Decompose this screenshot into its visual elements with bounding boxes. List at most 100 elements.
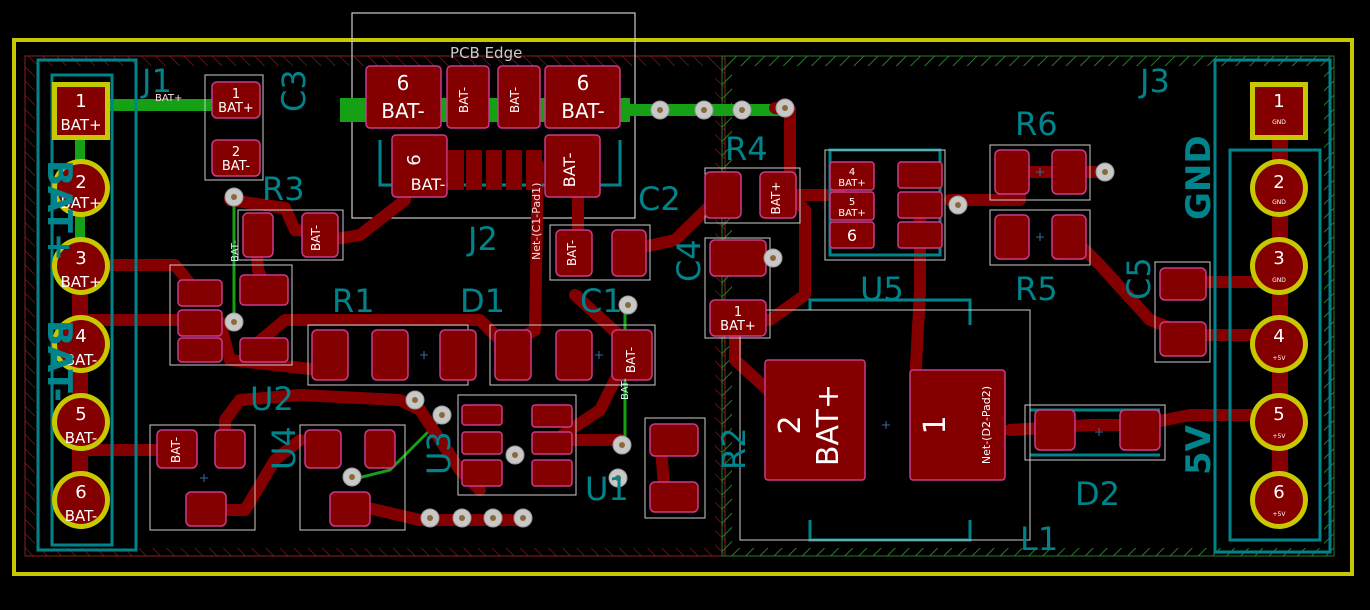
- u5-pad-4[interactable]: 4 BAT+: [829, 161, 875, 191]
- svg-text:BAT-: BAT-: [65, 351, 98, 369]
- r1-pad-1[interactable]: [371, 329, 409, 381]
- j2-pad-mid-2[interactable]: BAT-: [497, 65, 541, 129]
- svg-text:5: 5: [849, 197, 855, 208]
- svg-text:6: 6: [577, 71, 590, 95]
- j3-pin-5[interactable]: 5 +5V: [1250, 393, 1308, 451]
- j1-pin-3[interactable]: 3 BAT+: [52, 237, 110, 295]
- j2-pad-lower-left[interactable]: 6 BAT-: [391, 134, 448, 198]
- svg-text:BAT-: BAT-: [624, 347, 638, 373]
- l1-pad-1[interactable]: 1 Net-(D2-Pad2): [909, 369, 1006, 481]
- c2-pad-2[interactable]: BAT+: [759, 171, 797, 219]
- j2-small-pads[interactable]: [448, 150, 542, 190]
- r5-pad-2[interactable]: [994, 214, 1030, 260]
- u1-pad-5[interactable]: [531, 431, 573, 455]
- trace-label-bat-minus-2: BAT-: [620, 378, 631, 400]
- d1-pad-1[interactable]: [439, 329, 477, 381]
- j1-pin-5[interactable]: 5 BAT-: [52, 393, 110, 451]
- r3-pad-2[interactable]: BAT-: [301, 212, 339, 258]
- j3-pin-3[interactable]: 3 GND: [1250, 237, 1308, 295]
- j3-pin-1[interactable]: 1 GND: [1250, 82, 1308, 140]
- q-pad-1[interactable]: [364, 429, 396, 469]
- u4-pad-1[interactable]: [214, 429, 246, 469]
- ref-u2: U2: [250, 380, 294, 418]
- j1-pin-4[interactable]: 4 BAT-: [52, 315, 110, 373]
- u3-pad-2[interactable]: [177, 309, 223, 337]
- u3-pad-3[interactable]: [177, 337, 223, 363]
- u5-pad-5[interactable]: 5 BAT+: [829, 191, 875, 221]
- u3-pad-1[interactable]: [177, 279, 223, 307]
- svg-text:BAT+: BAT+: [218, 101, 254, 116]
- svg-text:BAT-: BAT-: [222, 159, 251, 174]
- svg-text:1: 1: [734, 305, 742, 320]
- svg-text:BAT-: BAT-: [508, 87, 522, 113]
- r2-pad-1[interactable]: [649, 423, 699, 457]
- r3-pad-1[interactable]: [242, 212, 274, 258]
- q-pad-2[interactable]: [304, 429, 342, 469]
- u5-pad-3[interactable]: [897, 161, 943, 189]
- j2-pad-right[interactable]: 6 BAT-: [544, 65, 621, 129]
- j3-pin-4[interactable]: 4 +5V: [1250, 315, 1308, 373]
- d1-pad-2[interactable]: [494, 329, 532, 381]
- c5-pad-2[interactable]: [1159, 267, 1207, 301]
- j1-pin-2[interactable]: 2 BAT+: [52, 159, 110, 217]
- u5-pad-6[interactable]: 6: [829, 221, 875, 249]
- smd-pads: 1 BAT+ 2 BAT- BAT- BAT- BAT-: [156, 81, 1207, 527]
- r5-pad-1[interactable]: [1051, 214, 1087, 260]
- j3-pin-6[interactable]: 6 +5V: [1250, 471, 1308, 529]
- svg-text:2: 2: [75, 172, 86, 193]
- j3-pin-2[interactable]: 2 GND: [1250, 159, 1308, 217]
- c4-pad-1[interactable]: 1 BAT+: [709, 299, 767, 337]
- d2-pad-2[interactable]: [1034, 409, 1076, 451]
- l1-pad-2[interactable]: 2 BAT+: [764, 359, 866, 481]
- svg-text:BAT+: BAT+: [811, 384, 846, 466]
- u2-pad-top-2[interactable]: BAT-: [555, 229, 593, 277]
- svg-text:GND: GND: [1272, 119, 1286, 126]
- svg-text:BAT+: BAT+: [838, 208, 865, 219]
- u1-pad-1[interactable]: [461, 404, 503, 426]
- c5-pad-1[interactable]: [1159, 321, 1207, 357]
- via-holes: [231, 105, 1108, 521]
- u1-pad-3[interactable]: [461, 459, 503, 487]
- c2-pad-1[interactable]: [704, 171, 742, 219]
- r2-pad-2[interactable]: [649, 481, 699, 513]
- u5-pad-2[interactable]: [897, 191, 943, 219]
- q-pad-3[interactable]: [329, 491, 371, 527]
- courtyard-markers: [200, 168, 1103, 482]
- u4-pad-2[interactable]: BAT-: [156, 429, 198, 469]
- c4-pad-2[interactable]: [709, 239, 767, 277]
- r6-pad-2[interactable]: [1051, 149, 1087, 195]
- j1-pin-1[interactable]: 1 BAT+: [52, 82, 110, 140]
- u2-pad-top-1[interactable]: [611, 229, 647, 277]
- c3-pad-1[interactable]: 1 BAT+: [211, 81, 261, 119]
- j2-pad-left[interactable]: 6 BAT-: [365, 65, 442, 129]
- c3-pad-2[interactable]: 2 BAT-: [211, 139, 261, 177]
- r6-pad-1[interactable]: [994, 149, 1030, 195]
- svg-text:+5V: +5V: [1273, 511, 1287, 518]
- u3-pad-5[interactable]: [239, 274, 289, 306]
- u1-pad-2[interactable]: [461, 431, 503, 455]
- svg-text:BAT-: BAT-: [561, 99, 604, 123]
- ref-l1: L1: [1020, 520, 1058, 558]
- u3-pad-4[interactable]: [239, 337, 289, 363]
- c1-pad-2[interactable]: BAT-: [611, 329, 653, 381]
- u1-pad-6[interactable]: [531, 404, 573, 428]
- svg-text:BAT+: BAT+: [720, 319, 756, 334]
- ref-u4: U4: [265, 426, 303, 470]
- r1-pad-2[interactable]: [311, 329, 349, 381]
- j1-pin-6[interactable]: 6 BAT-: [52, 471, 110, 529]
- j2-pad-lower-right[interactable]: BAT-: [544, 134, 601, 198]
- u4-pad-3[interactable]: [185, 491, 227, 527]
- c1-pad-1[interactable]: [555, 329, 593, 381]
- u5-pad-1[interactable]: [897, 221, 943, 249]
- ref-r6: R6: [1015, 105, 1058, 143]
- ref-u1: U1: [585, 470, 629, 508]
- svg-text:BAT-: BAT-: [411, 175, 446, 194]
- u1-pad-4[interactable]: [531, 459, 573, 487]
- svg-text:1: 1: [1273, 91, 1284, 112]
- d2-pad-1[interactable]: [1119, 409, 1161, 451]
- svg-text:BAT-: BAT-: [65, 429, 98, 447]
- j2-pad-mid-1[interactable]: BAT-: [446, 65, 490, 129]
- svg-text:2: 2: [232, 145, 240, 160]
